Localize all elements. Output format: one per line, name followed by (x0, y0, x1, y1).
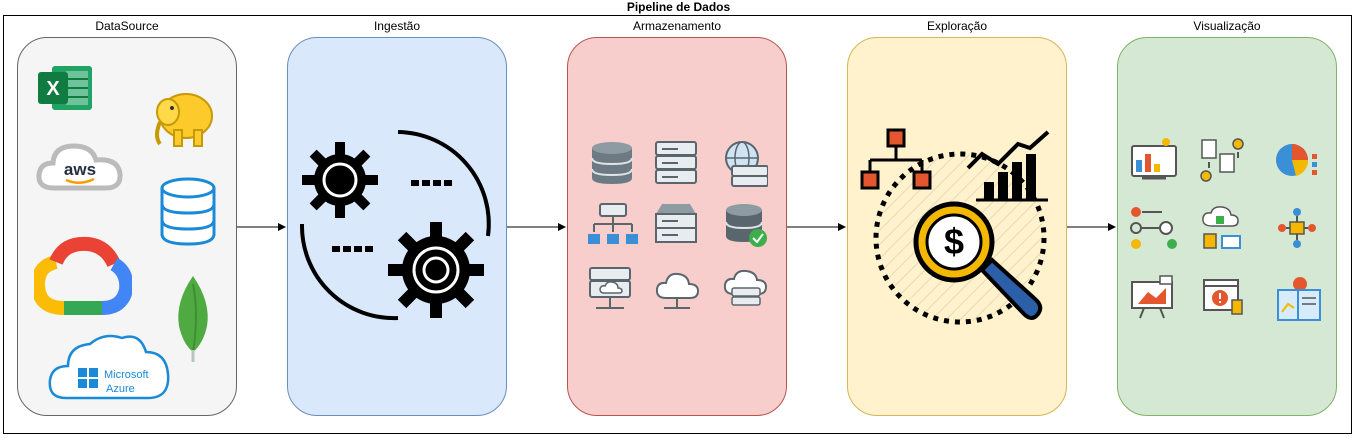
svg-text:X: X (46, 78, 60, 100)
server-rack-icon (655, 141, 697, 184)
database-check-icon (725, 204, 767, 247)
svg-text:Microsoft: Microsoft (104, 369, 149, 381)
svg-text:Azure: Azure (106, 383, 135, 395)
excel-icon: X (38, 66, 92, 110)
analytics-book-icon (1277, 277, 1321, 321)
network-hierarchy-icon (588, 203, 638, 244)
stage-ingestao (287, 37, 507, 416)
trend-chart-icon (966, 130, 1050, 202)
database-icon (160, 177, 216, 246)
server-box-icon (655, 204, 697, 243)
process-steps-icon (1130, 207, 1177, 249)
data-exploration-icon: $ (860, 128, 1050, 325)
stage-label-visualizacao: Visualização (1193, 19, 1261, 33)
diagram-frame (3, 15, 1352, 434)
alert-report-icon (1203, 279, 1243, 315)
aws-cloud-icon: aws (36, 143, 123, 191)
workflow-icon (1200, 138, 1244, 182)
azure-cloud-icon: Microsoft Azure (48, 334, 170, 400)
svg-text:$: $ (944, 221, 964, 262)
server-cloud-icon (589, 267, 631, 309)
stage-label-exploracao: Exploração (926, 19, 988, 33)
pie-chart-icon (1276, 144, 1317, 176)
dashboard-monitor-icon (1131, 138, 1177, 180)
cloud-network-icon (655, 272, 700, 309)
svg-text:aws: aws (64, 160, 96, 179)
stage-label-datasource: DataSource (95, 19, 159, 33)
cloud-server-icon (723, 269, 768, 306)
presentation-board-icon (1131, 275, 1173, 319)
visualization-icons-grid (1130, 138, 1321, 321)
hadoop-icon (155, 93, 213, 147)
database-stack-icon (591, 142, 633, 184)
mongodb-leaf-icon (178, 276, 208, 362)
cloud-security-icon (1202, 206, 1241, 249)
code-network-icon (1278, 208, 1316, 248)
google-cloud-icon (34, 236, 132, 315)
stage-label-ingestao: Ingestão (373, 19, 421, 33)
globe-server-icon (725, 141, 768, 187)
diagram-title: Pipeline de Dados (626, 0, 731, 14)
stage-label-armazenamento: Armazenamento (632, 19, 722, 33)
gears-processing-icon (299, 130, 491, 321)
magnifier-dollar-icon: $ (913, 201, 1043, 320)
storage-icons-grid (588, 141, 768, 309)
